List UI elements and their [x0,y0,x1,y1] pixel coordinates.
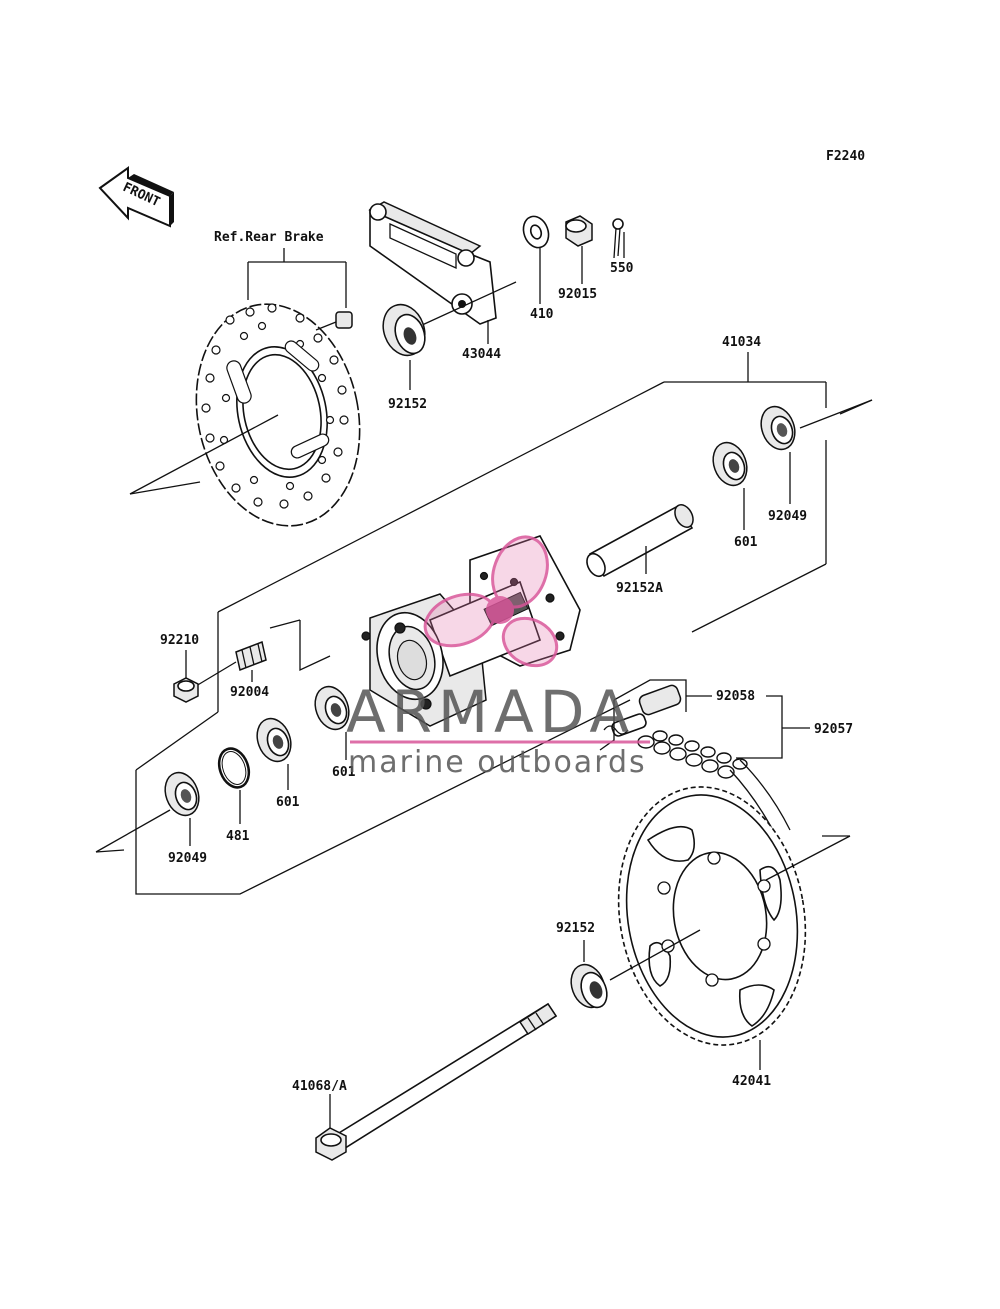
nut-92015 [565,215,593,247]
label-410: 410 [530,307,554,322]
disc-bolt [315,311,353,331]
ref-rear-brake-label: Ref.Rear Brake [214,230,324,245]
front-arrow-icon: FRONT [98,166,174,228]
label-92004: 92004 [230,685,269,700]
figure-code: F2240 [826,149,865,164]
stud-92004 [235,640,267,672]
label-92049-left: 92049 [168,851,207,866]
label-92049-right: 92049 [768,509,807,524]
watermark-tagline: marine outboards [348,745,647,780]
label-550: 550 [610,261,634,276]
rear-sprocket [617,786,807,1046]
label-601-right: 601 [734,535,758,550]
label-42041: 42041 [732,1074,771,1089]
nut-92210 [173,677,199,703]
caliper-bracket [368,201,497,325]
bearing-601-left [256,717,292,763]
hub-assembly-outline [135,352,827,895]
collar-92152-bottom [570,963,608,1009]
chain-joint-92058 [603,684,682,737]
label-92152-top: 92152 [388,397,427,412]
propeller-logo-icon [423,535,559,668]
label-43044: 43044 [462,347,501,362]
label-481: 481 [226,829,250,844]
spacer-92152A [586,504,694,578]
label-92210: 92210 [160,633,199,648]
cotter-pin-550 [612,218,624,259]
label-601-left: 601 [276,795,300,810]
label-41034: 41034 [722,335,761,350]
ref-bracket [247,248,347,308]
bearing-601-right [712,441,748,487]
rear-axle [315,1002,558,1161]
label-92015: 92015 [558,287,597,302]
label-92152-bottom: 92152 [556,921,595,936]
seal-92049-left [164,771,200,817]
label-92058: 92058 [716,689,755,704]
circlip-481 [217,747,251,789]
bearing-601-middle [314,685,350,731]
seal-92049-right [760,405,796,451]
label-92152A: 92152A [616,581,663,596]
watermark-brand: ARMADA [346,678,635,746]
watermark: ARMADA marine outboards [346,535,650,780]
drive-chain [637,730,791,841]
label-601-middle: 601 [332,765,356,780]
collar-92152-top [382,303,426,357]
label-92057: 92057 [814,722,853,737]
label-41068A: 41068/A [292,1079,347,1094]
